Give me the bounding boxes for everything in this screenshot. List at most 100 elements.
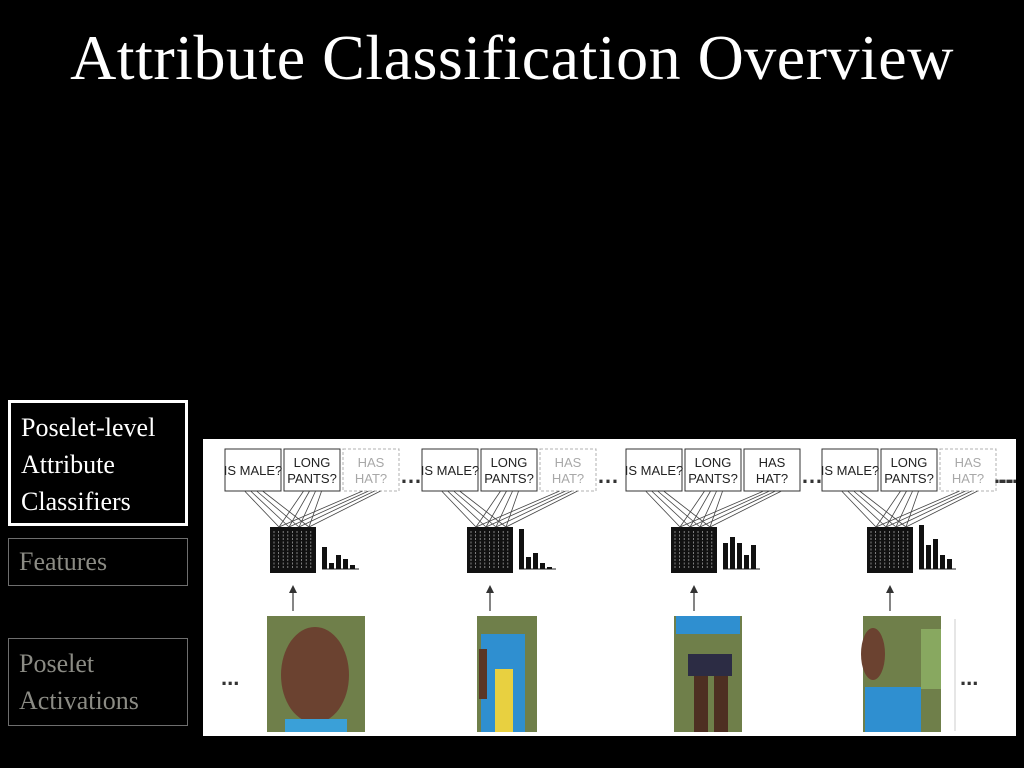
question-label: HAT? bbox=[552, 471, 584, 486]
histogram-bar bbox=[533, 553, 538, 569]
arrow-head bbox=[886, 585, 894, 593]
question-label: PANTS? bbox=[484, 471, 534, 486]
connection-line bbox=[885, 490, 966, 528]
photo-shirt bbox=[285, 719, 347, 732]
slide-title: Attribute Classification Overview bbox=[70, 22, 954, 93]
connection-line bbox=[459, 490, 507, 528]
stage-poselet-level-attribute-classifiers: Poselet-level Attribute Classifiers bbox=[8, 400, 188, 526]
connection-line bbox=[505, 490, 578, 528]
feature-patch bbox=[467, 527, 513, 573]
photo-shirt bbox=[676, 616, 740, 634]
connection-line bbox=[250, 490, 290, 528]
histogram-bar bbox=[336, 555, 341, 569]
right-ellipsis: ... bbox=[960, 665, 978, 690]
connection-line bbox=[308, 490, 381, 528]
histogram-bar bbox=[919, 525, 924, 569]
connection-line bbox=[841, 490, 877, 528]
question-box bbox=[539, 448, 597, 492]
photo-leg bbox=[714, 676, 728, 732]
feature-patch bbox=[867, 527, 913, 573]
question-box bbox=[743, 448, 801, 492]
feature-patch bbox=[671, 527, 717, 573]
photo-shorts bbox=[688, 654, 732, 676]
histogram-bar bbox=[519, 529, 524, 569]
question-box bbox=[224, 448, 282, 492]
question-box bbox=[821, 448, 879, 492]
histogram-bar bbox=[540, 563, 545, 569]
question-label: HAT? bbox=[355, 471, 387, 486]
connection-line bbox=[905, 490, 978, 528]
connection-line bbox=[298, 490, 375, 528]
question-box bbox=[880, 448, 938, 492]
question-label: LONG bbox=[294, 455, 331, 470]
question-label: HAS bbox=[358, 455, 385, 470]
histogram-bar bbox=[723, 543, 728, 569]
histogram-bar bbox=[343, 559, 348, 569]
stage-label-line: Attribute bbox=[21, 450, 115, 479]
connection-line bbox=[679, 490, 764, 528]
connection-line bbox=[699, 490, 776, 528]
photo-foliage bbox=[921, 629, 941, 689]
photo-shirt bbox=[865, 687, 921, 732]
connection-line bbox=[453, 490, 497, 528]
photo-face bbox=[861, 628, 885, 680]
left-ellipsis: ... bbox=[221, 665, 239, 690]
connection-line bbox=[244, 490, 280, 528]
question-box bbox=[421, 448, 479, 492]
connection-line bbox=[256, 490, 300, 528]
question-label: HAT? bbox=[952, 471, 984, 486]
photo-face bbox=[281, 627, 349, 723]
question-label: IS MALE? bbox=[421, 463, 480, 478]
stage-label-line: Activations bbox=[19, 686, 139, 715]
connection-line bbox=[645, 490, 681, 528]
photo-leg bbox=[694, 676, 708, 732]
question-ellipsis: … bbox=[997, 463, 1016, 488]
question-ellipsis: … bbox=[400, 463, 422, 488]
connection-line bbox=[475, 490, 560, 528]
photo-arm bbox=[479, 649, 487, 699]
question-box bbox=[684, 448, 742, 492]
connection-line bbox=[875, 490, 960, 528]
question-label: LONG bbox=[891, 455, 928, 470]
connection-line bbox=[441, 490, 477, 528]
question-label: PANTS? bbox=[884, 471, 934, 486]
connection-line bbox=[679, 490, 705, 528]
question-box bbox=[625, 448, 683, 492]
arrow-head bbox=[486, 585, 494, 593]
question-label: HAT? bbox=[756, 471, 788, 486]
stage-label-line: Features bbox=[19, 547, 108, 576]
connection-line bbox=[447, 490, 487, 528]
connection-line bbox=[853, 490, 897, 528]
histogram-bar bbox=[329, 563, 334, 569]
question-label: HAS bbox=[759, 455, 786, 470]
connection-line bbox=[689, 490, 770, 528]
histogram-bar bbox=[940, 555, 945, 569]
stage-label-line: Classifiers bbox=[21, 487, 131, 516]
question-box bbox=[342, 448, 400, 492]
question-label: IS MALE? bbox=[224, 463, 283, 478]
stage-label-line: Poselet-level bbox=[21, 413, 156, 442]
top-right-ellipsis: … bbox=[993, 463, 1015, 488]
question-box bbox=[283, 448, 341, 492]
arrow-head bbox=[690, 585, 698, 593]
question-label: HAS bbox=[955, 455, 982, 470]
connection-line bbox=[485, 490, 566, 528]
stage-label-line: Poselet bbox=[19, 649, 95, 678]
photo-stripe bbox=[495, 669, 513, 732]
feature-patch bbox=[270, 527, 316, 573]
histogram-bar bbox=[322, 547, 327, 569]
connection-line bbox=[475, 490, 501, 528]
connection-line bbox=[847, 490, 887, 528]
connection-line bbox=[859, 490, 907, 528]
histogram-bar bbox=[737, 543, 742, 569]
histogram-bar bbox=[926, 545, 931, 569]
connection-line bbox=[663, 490, 711, 528]
arrow-head bbox=[289, 585, 297, 593]
stage-features: Features bbox=[8, 538, 188, 586]
question-label: IS MALE? bbox=[821, 463, 880, 478]
stage-poselet-activations: Poselet Activations bbox=[8, 638, 188, 726]
histogram-bar bbox=[933, 539, 938, 569]
question-label: LONG bbox=[695, 455, 732, 470]
